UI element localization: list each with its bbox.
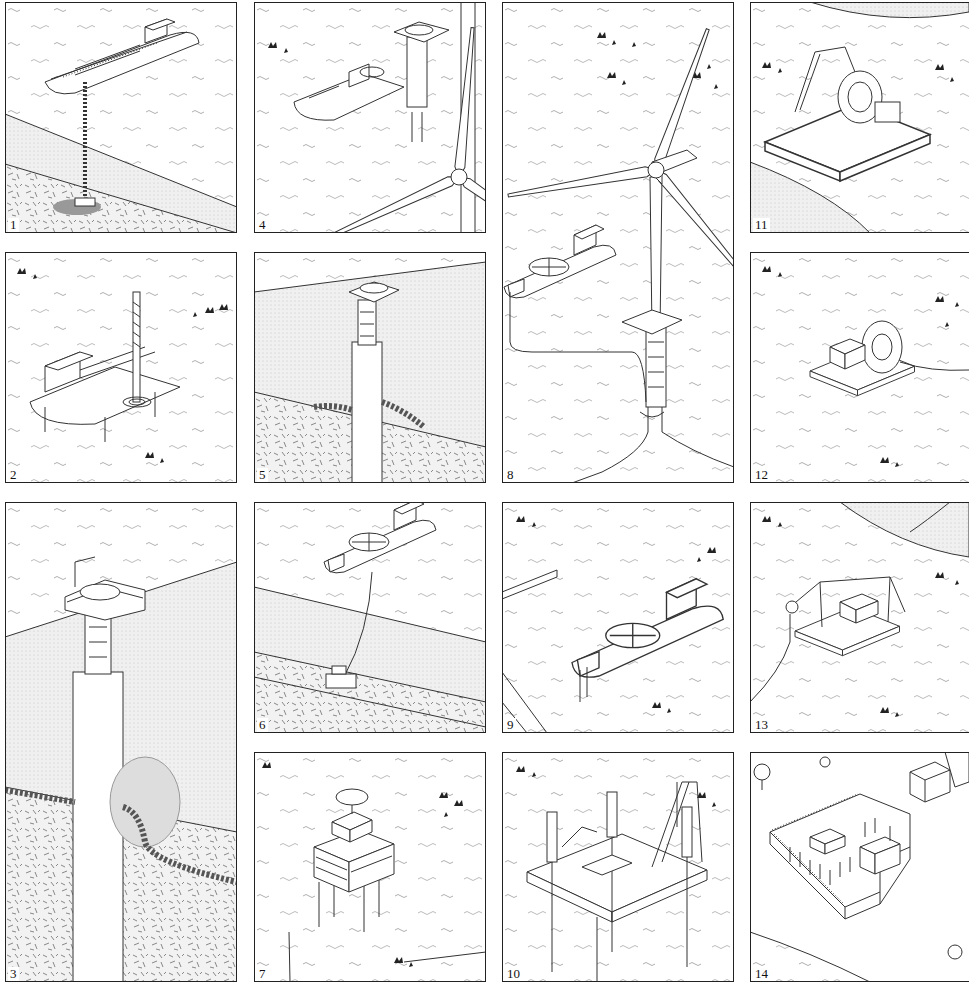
illustration-panel: 14 — [750, 752, 969, 982]
callout-number: 9 — [505, 718, 516, 732]
illustration-panel: 13 — [750, 502, 969, 733]
callout-number: 14 — [753, 967, 770, 981]
illustration-panel: 11 — [750, 2, 969, 233]
illustration-panel: 2 — [5, 252, 237, 483]
callout-number: 6 — [257, 718, 268, 732]
illustration-panel: 8 — [502, 2, 734, 483]
illustration-panel: 5 — [254, 252, 486, 483]
callout-number: 1 — [8, 218, 19, 232]
illustration-panel: 1 — [5, 2, 237, 233]
illustration-panel: 7 — [254, 752, 486, 982]
callout-number: 7 — [257, 967, 268, 981]
illustration-panel: 12 — [750, 252, 969, 483]
callout-number: 2 — [8, 468, 19, 482]
callout-number: 10 — [505, 967, 522, 981]
illustration-panel: 6 — [254, 502, 486, 733]
callout-number: 5 — [257, 468, 268, 482]
callout-number: 3 — [8, 967, 19, 981]
callout-number: 4 — [257, 218, 268, 232]
illustration-panel: 9 — [502, 502, 734, 733]
callout-number: 11 — [753, 218, 770, 232]
illustration-panel: 4 — [254, 2, 486, 233]
callout-number: 12 — [753, 468, 770, 482]
callout-number: 8 — [505, 468, 516, 482]
callout-number: 13 — [753, 718, 770, 732]
illustration-panel: 10 — [502, 752, 734, 982]
illustration-panel: 3 — [5, 502, 237, 982]
